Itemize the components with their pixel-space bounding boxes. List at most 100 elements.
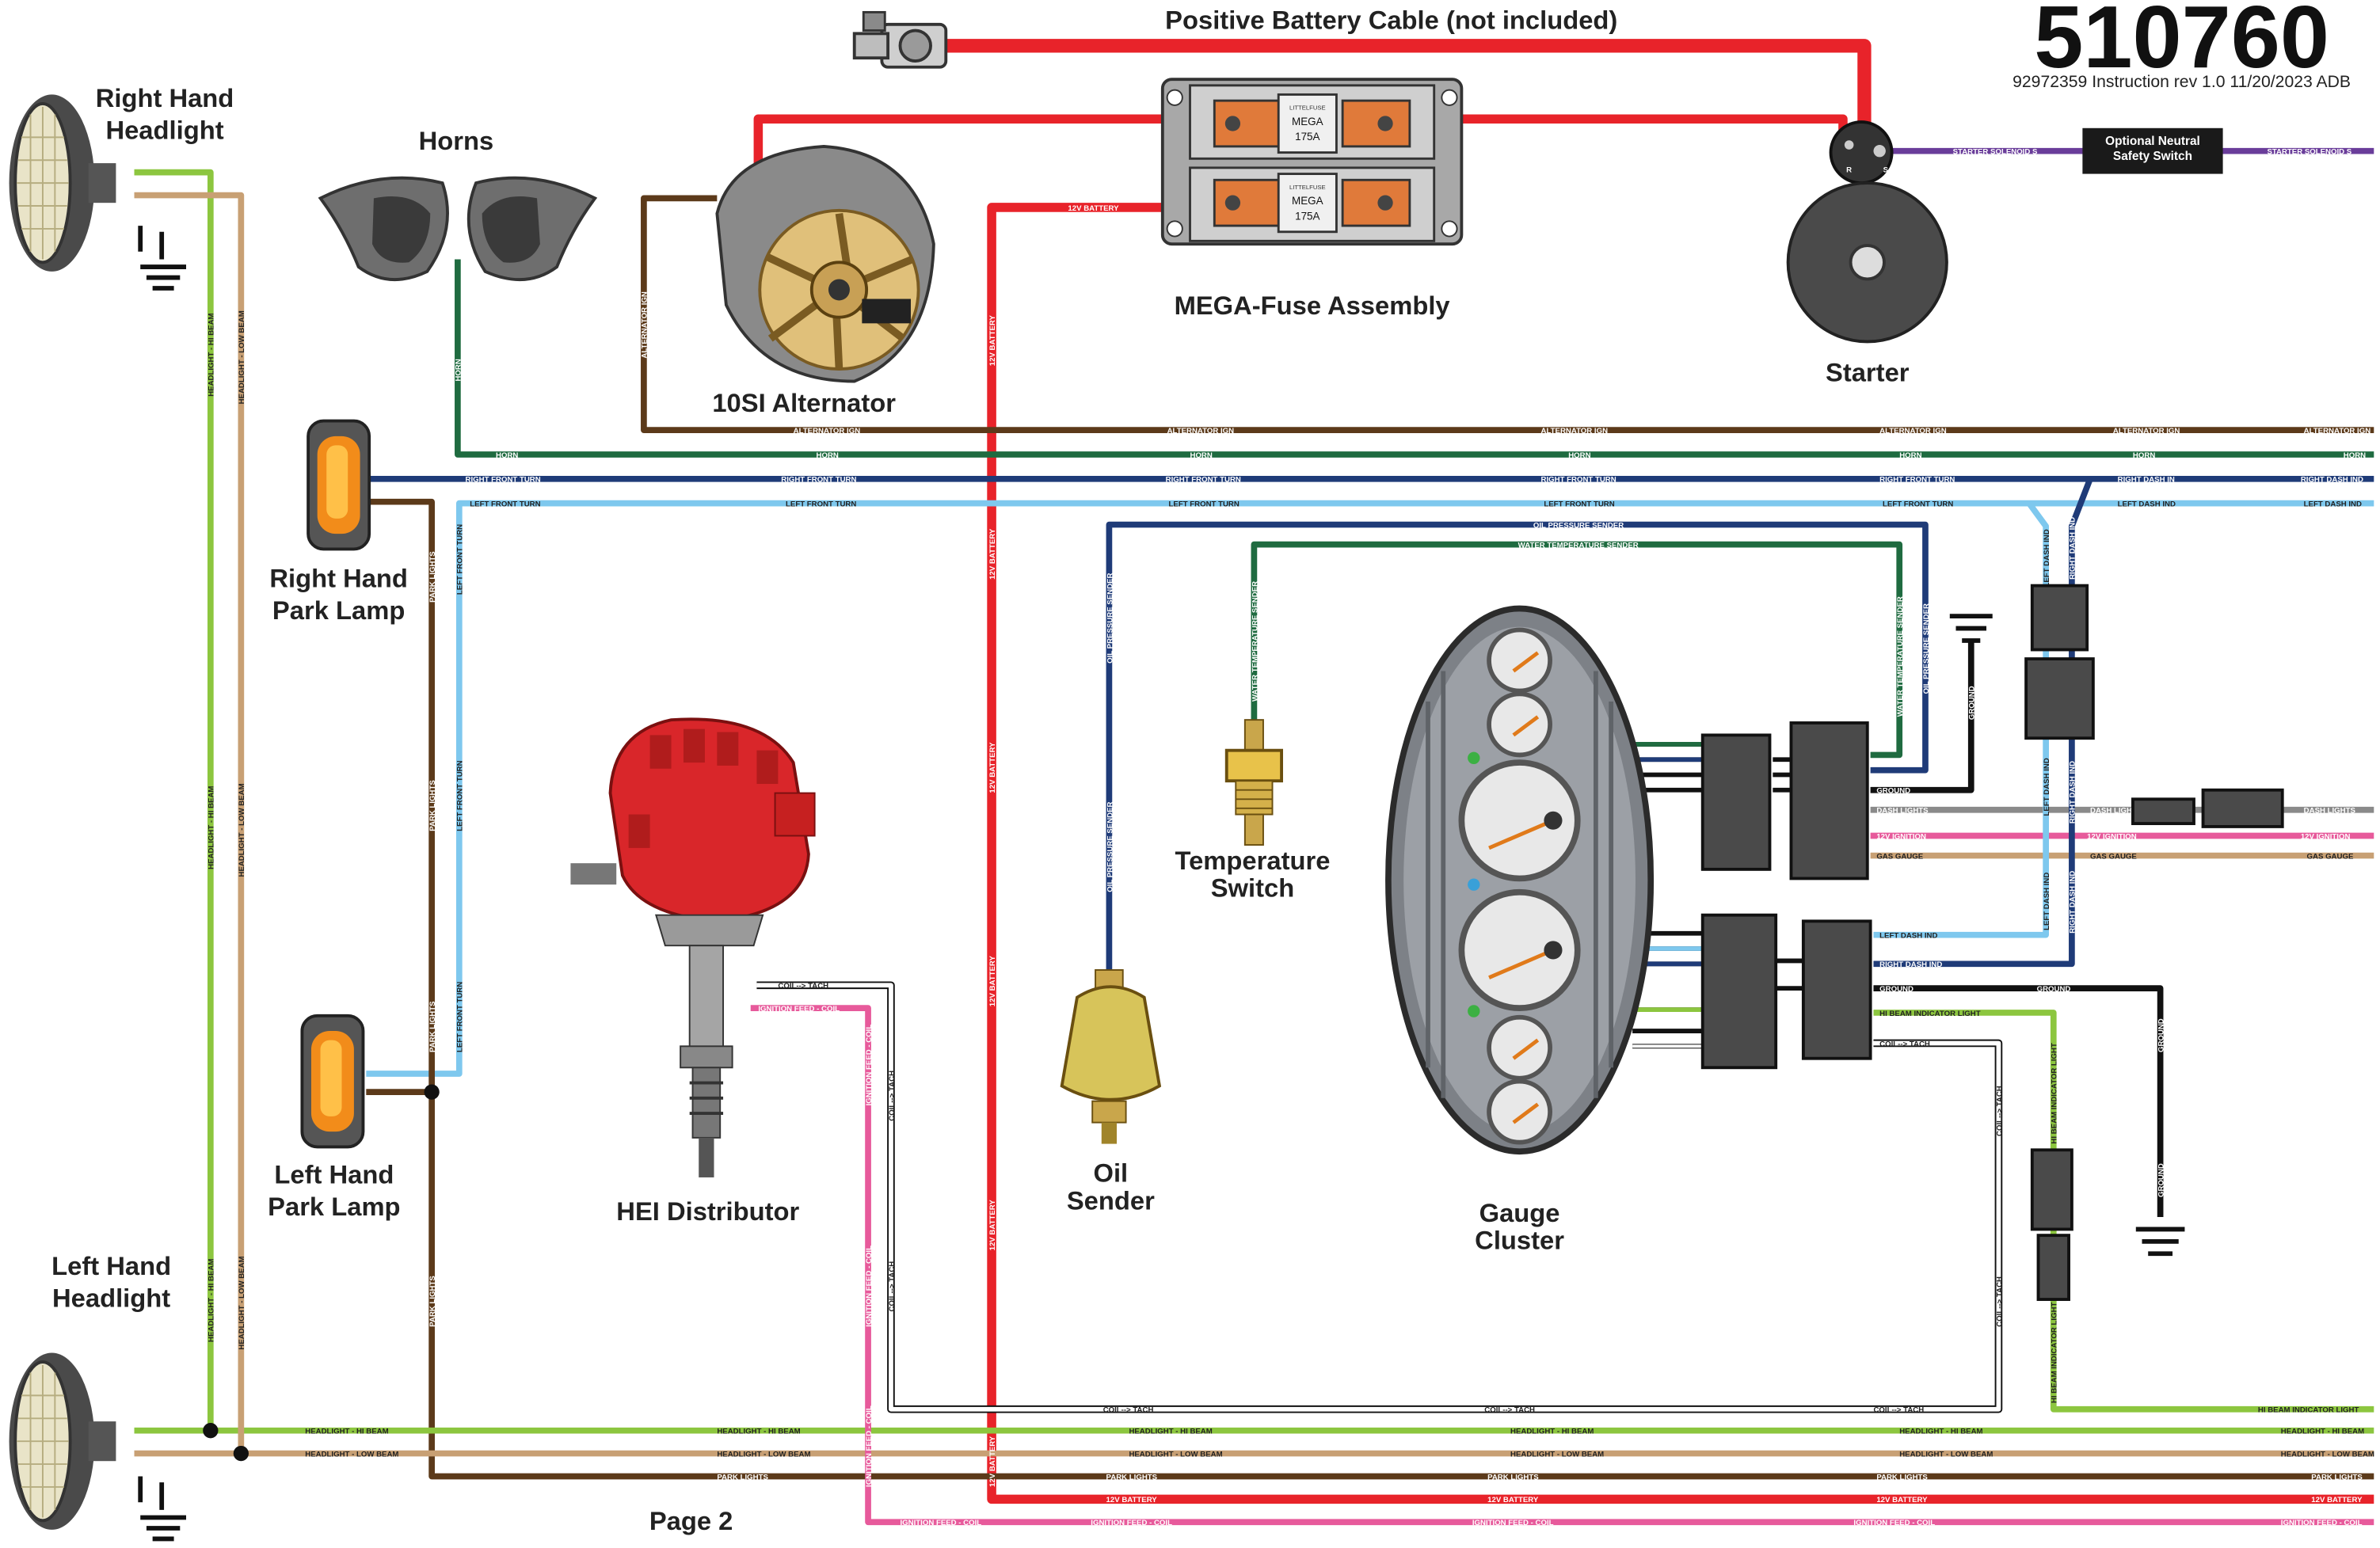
fuse-brand: LITTELFUSE [1289,184,1326,191]
wire-label-coil-tach: COIL--> TACH [778,982,828,991]
starter-label: Starter [1826,358,1910,387]
gauge-cluster-icon [1385,605,1655,1155]
wire-label-battery: 12V BATTERY [2311,1496,2363,1504]
wire-label-starter-solenoid: STARTER SOLENOID S [2267,148,2351,157]
wire-label-alt-ign: ALTERNATOR IGN [2304,427,2371,435]
wire-label-starter-solenoid: STARTER SOLENOID S [1953,148,2038,157]
wire-label-ground: GROUND [2157,1163,2165,1197]
left-headlight-ground-icon [138,1476,187,1542]
alternator-battery-wire [753,114,1221,168]
horns-label: Horns [419,126,494,155]
wire-label-rf-turn: RIGHT FRONT TURN [781,476,856,485]
wire-label-ignition-feed: IGNITION FEED - COIL [865,1405,874,1487]
connector [2201,788,2284,828]
left-headlight [9,1352,116,1530]
wire-label-hi-beam-ind: HI BEAM INDICATOR LIGHT [2051,1043,2059,1144]
wire-label-rf-turn: RIGHT FRONT TURN [466,476,541,485]
wire-label-left-dash-ind: LEFT DASH IND [2043,529,2051,587]
wire-label-lf-turn: LEFT FRONT TURN [1544,500,1614,508]
starter-icon: R S [1786,120,1948,344]
connector [2030,1148,2073,1231]
wire-label-right-dash-ind: RIGHT DASH IND [1879,960,1942,969]
wire-label-headlight-hi: HEADLIGHT - HI BEAM [208,1259,216,1342]
wire-label-headlight-low: HEADLIGHT - LOW BEAM [238,310,246,404]
wire-label-headlight-low: HEADLIGHT - LOW BEAM [1510,1450,1604,1459]
connector [1789,721,1869,880]
wire-label-water-temp: WATER TEMPERATURE SENDER [1896,596,1905,717]
coil-tach-wire [756,983,2001,1412]
starter-terminal-s: S [1883,166,1889,175]
wire-label-alt-ign: ALTERNATOR IGN [2113,427,2180,435]
connector [1700,913,1778,1070]
temperature-switch-icon [1224,719,1284,846]
battery-cable-wire [942,39,1872,128]
wire-label-park-lights: PARK LIGHTS [1487,1473,1539,1481]
connector [2030,584,2089,652]
wire-label-lf-turn: LEFT FRONT TURN [470,500,540,508]
lower-ground-wire [1873,985,2164,1218]
headlight-low-wire [134,192,2374,1457]
splice-dot [233,1445,249,1462]
wire-label-left-dash-ind: LEFT DASH IND [2043,758,2051,816]
horns-icon [318,176,598,282]
page-label: Page 2 [649,1506,733,1535]
wire-label-hi-beam-ind: HI BEAM INDICATOR LIGHT [2258,1406,2359,1415]
ground-icon [1949,614,1993,643]
mega-fuse-assembly-icon: LITTELFUSE MEGA 175A LITTELFUSE MEGA 175… [1160,78,1464,246]
wire-label-headlight-low: HEADLIGHT - LOW BEAM [1129,1450,1222,1459]
wire-label-ground: GROUND [1968,686,1977,720]
wire-label-horn: HORN [1899,451,1921,460]
wire-label-left-dash-ind: LEFT DASH IND [1879,932,1937,941]
wire-label-headlight-hi: HEADLIGHT - HI BEAM [1510,1428,1594,1436]
wire-labels: HEADLIGHT - HI BEAM HEADLIGHT - HI BEAM … [208,148,2374,1528]
wire-label-ignition-feed: IGNITION FEED - COIL [1472,1519,1554,1527]
wire-label-oil-pressure: OIL PRESSURE SENDER [1922,603,1931,694]
cluster-connectors [1700,584,2284,1301]
wire-label-ignition-feed: IGNITION FEED - COIL [1091,1519,1172,1527]
wire-label-coil-tach: COIL--> TACH [1103,1406,1154,1415]
wire-label-ignition-feed: IGNITION FEED - COIL [901,1519,982,1527]
wire-label-rf-turn: RIGHT FRONT TURN [1166,476,1241,485]
wire-label-lf-turn: LEFT FRONT TURN [1883,500,1953,508]
wire-label-ground: GROUND [2037,985,2071,994]
wire-label-battery: 12V BATTERY [988,1200,997,1251]
left-front-turn-wire [366,500,2374,1077]
wire-label-hi-beam-ind: HI BEAM INDICATOR LIGHT [1879,1010,1981,1018]
wire-label-water-temp: WATER TEMPERATURE SENDER [1518,541,1639,550]
water-temp-wire [1251,541,1903,759]
wire-label-headlight-hi: HEADLIGHT - HI BEAM [2281,1428,2364,1436]
splice-dot [424,1084,440,1100]
wire-label-headlight-low: HEADLIGHT - LOW BEAM [717,1450,810,1459]
connector [2131,797,2195,826]
wire-label-battery: 12V BATTERY [1068,204,1119,213]
connector [1700,733,1772,871]
fuse-type: MEGA [1292,195,1323,207]
wire-label-park-lights: PARK LIGHTS [428,551,437,603]
wire-label-lf-turn: LEFT FRONT TURN [786,500,856,508]
wire-label-rf-turn: RIGHT FRONT TURN [1879,476,1955,485]
wire-label-ignition-12v: 12V IGNITION [2301,832,2351,841]
right-dash-ind-wire [1873,477,2093,968]
splice-dot [203,1423,219,1439]
battery-cable-label: Positive Battery Cable (not included) [1165,6,1617,35]
wire-label-park-lights: PARK LIGHTS [1106,1473,1158,1481]
wire-label-ignition-feed: IGNITION FEED - COIL [865,1025,874,1106]
starter-terminal-r: R [1846,166,1852,175]
wire-label-alt-ign: ALTERNATOR IGN [1167,427,1235,435]
wire-label-horn: HORN [2133,451,2155,460]
left-park-lamp-icon [300,1014,365,1149]
connector [1801,919,1872,1060]
wire-label-alt-ign: ALTERNATOR IGN [1541,427,1609,435]
wire-label-headlight-hi: HEADLIGHT - HI BEAM [1899,1428,1982,1436]
wire-label-headlight-hi: HEADLIGHT - HI BEAM [208,313,216,396]
wire-label-ignition-feed: IGNITION FEED - COIL [2281,1519,2363,1527]
wire-label-headlight-hi: HEADLIGHT - HI BEAM [1129,1428,1212,1436]
oil-pressure-wire [1106,521,1929,971]
mega-fuse-label: MEGA-Fuse Assembly [1175,291,1451,320]
headlight-hi-wire [134,169,2374,1434]
